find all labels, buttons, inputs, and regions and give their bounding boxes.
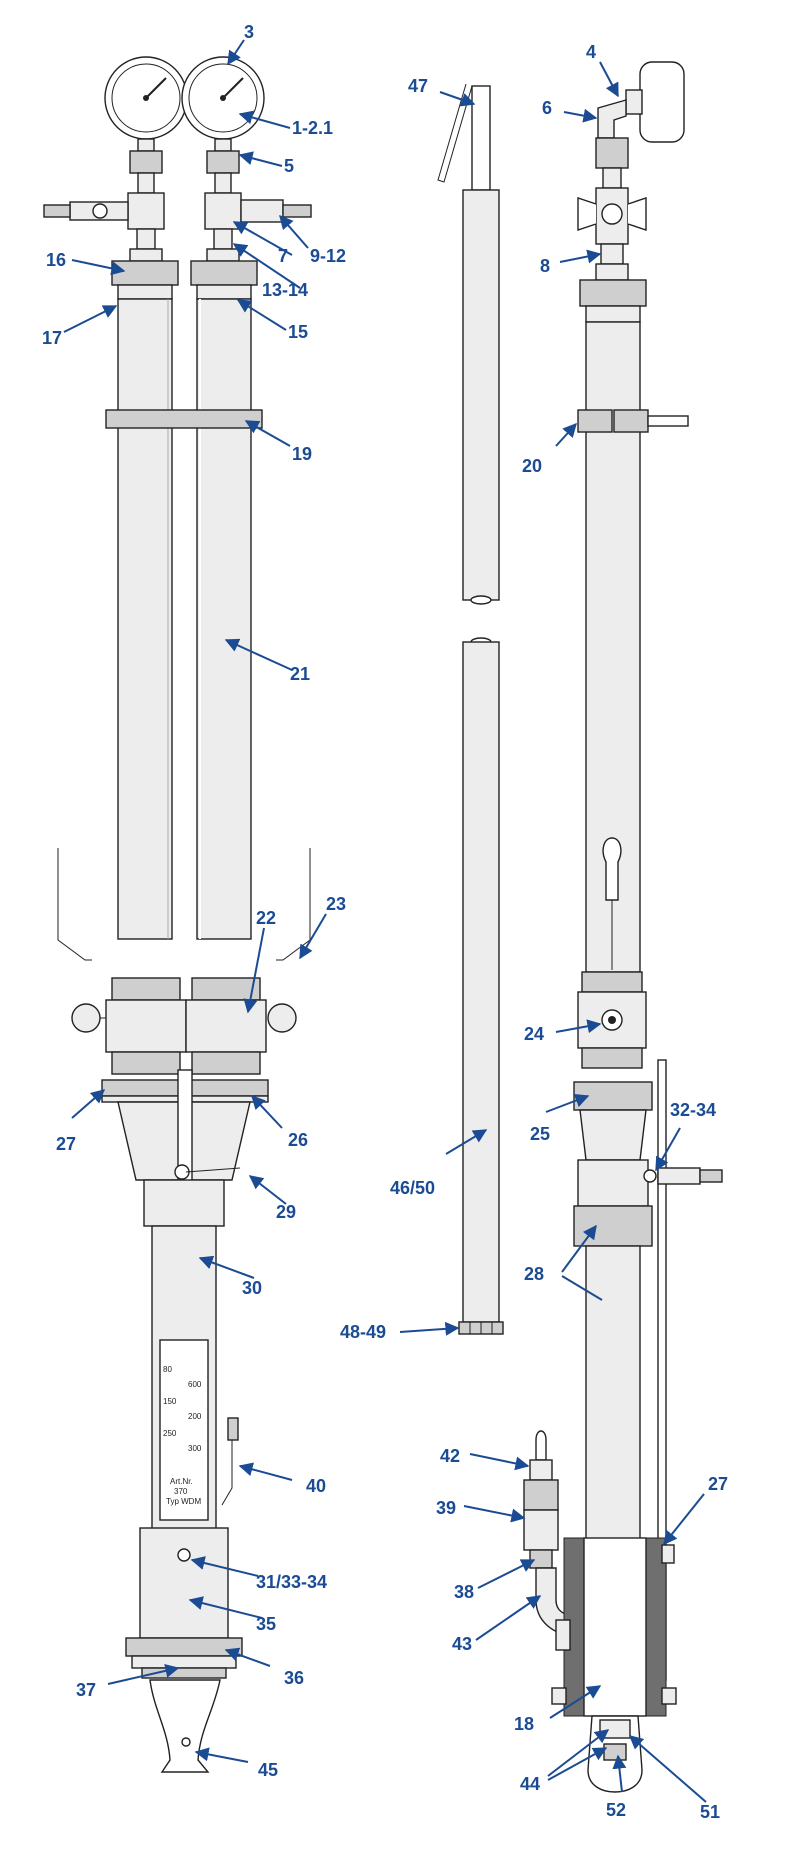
label-32-34: 32-34	[670, 1100, 716, 1120]
label-31-33-34: 31/33-34	[256, 1572, 327, 1592]
label-24: 24	[524, 1024, 544, 1044]
plate-text: Art.Nr.	[170, 1477, 193, 1486]
label-37: 37	[76, 1680, 96, 1700]
left-assembly: 80 150 250 600 200 300 Art.Nr. 370 Typ W…	[43, 56, 312, 1773]
part-labels: 3 1-2.1 5 7 9-12 13-14 15 16 17 19 21 22…	[42, 22, 728, 1822]
scale-mark: 200	[188, 1412, 202, 1421]
label-6: 6	[542, 98, 552, 118]
label-44: 44	[520, 1774, 540, 1794]
scale-mark: 80	[163, 1365, 172, 1374]
label-25: 25	[530, 1124, 550, 1144]
label-1-2-1: 1-2.1	[292, 118, 333, 138]
gauge-right	[181, 56, 265, 140]
label-27-left: 27	[56, 1134, 76, 1154]
scale-mark: 250	[163, 1429, 177, 1438]
label-38: 38	[454, 1582, 474, 1602]
label-46-50: 46/50	[390, 1178, 435, 1198]
label-22: 22	[256, 908, 276, 928]
label-15: 15	[288, 322, 308, 342]
label-13-14: 13-14	[262, 280, 308, 300]
label-36: 36	[284, 1668, 304, 1688]
label-17: 17	[42, 328, 62, 348]
scale-mark: 150	[163, 1397, 177, 1406]
label-43: 43	[452, 1634, 472, 1654]
label-39: 39	[436, 1498, 456, 1518]
plate-text: Typ WDM	[166, 1497, 201, 1506]
label-20: 20	[522, 456, 542, 476]
label-27-right: 27	[708, 1474, 728, 1494]
scale-left: 80 150 250	[163, 1365, 177, 1438]
gauge-left	[104, 56, 188, 140]
scale-right: 600 200 300	[188, 1380, 202, 1453]
label-47: 47	[408, 76, 428, 96]
label-42: 42	[440, 1446, 460, 1466]
label-8: 8	[540, 256, 550, 276]
label-30: 30	[242, 1278, 262, 1298]
center-tube	[437, 83, 504, 1335]
leader-lines	[63, 39, 707, 1803]
label-35: 35	[256, 1614, 276, 1634]
label-29: 29	[276, 1202, 296, 1222]
label-23: 23	[326, 894, 346, 914]
label-7: 7	[278, 246, 288, 266]
label-4: 4	[586, 42, 596, 62]
right-assembly	[523, 61, 723, 1793]
label-45: 45	[258, 1760, 278, 1780]
scale-mark: 300	[188, 1444, 202, 1453]
label-48-49: 48-49	[340, 1322, 386, 1342]
label-26: 26	[288, 1130, 308, 1150]
label-18: 18	[514, 1714, 534, 1734]
label-16: 16	[46, 250, 66, 270]
label-21: 21	[290, 664, 310, 684]
scale-mark: 600	[188, 1380, 202, 1389]
plate-text: 370	[174, 1487, 188, 1496]
label-19: 19	[292, 444, 312, 464]
label-3: 3	[244, 22, 254, 42]
label-40: 40	[306, 1476, 326, 1496]
label-52: 52	[606, 1800, 626, 1820]
label-9-12: 9-12	[310, 246, 346, 266]
label-51: 51	[700, 1802, 720, 1822]
label-28: 28	[524, 1264, 544, 1284]
label-5: 5	[284, 156, 294, 176]
